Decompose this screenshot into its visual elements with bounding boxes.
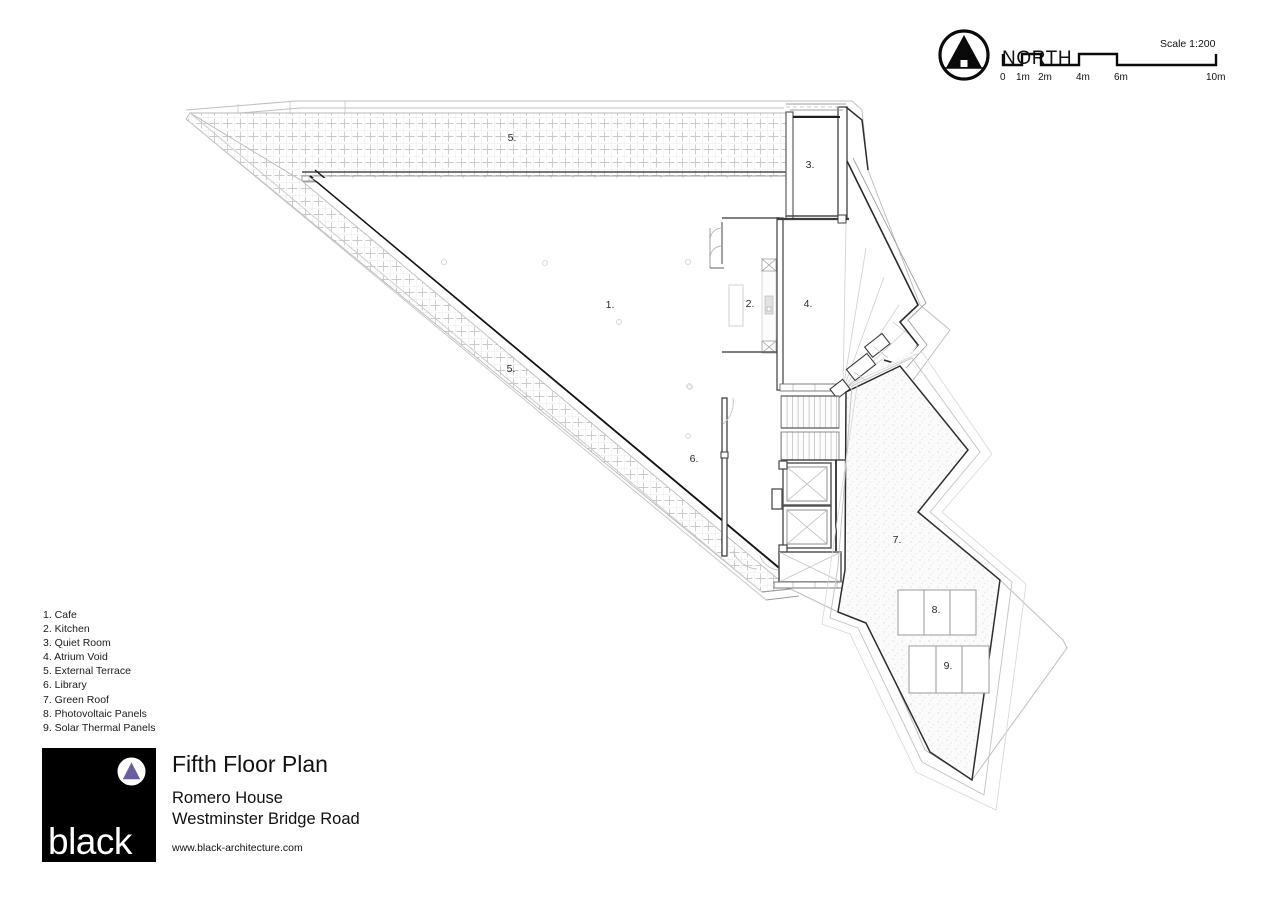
black-architecture-triangle-logo-icon (117, 757, 146, 786)
practice-website: www.black-architecture.com (172, 842, 303, 854)
room-label-quiet-room: 3. (806, 159, 815, 171)
room-label-solar-thermal: 9. (944, 660, 953, 672)
photovoltaic-panel-array (897, 589, 977, 636)
practice-logo: black (42, 748, 156, 862)
legend-item-green-roof: 7. Green Roof (43, 693, 109, 706)
title-text-group: Fifth Floor Plan Romero House Westminste… (172, 748, 472, 855)
lift-shaft-1 (782, 462, 832, 506)
legend-item-solar-thermal-panels: 9. Solar Thermal Panels (43, 721, 156, 734)
room-label-atrium-void: 4. (804, 298, 813, 310)
room-label-library: 6. (690, 453, 699, 465)
room-label-terrace-north: 5. (508, 132, 517, 144)
room-label-kitchen: 2. (746, 298, 755, 310)
kitchen (709, 217, 780, 354)
scale-tick-0: 0 (1000, 72, 1006, 83)
north-arrow-icon (938, 29, 1218, 81)
green-roof (821, 345, 1027, 811)
cafe-floor-plate (312, 178, 786, 572)
scale-tick-1m: 1m (1016, 72, 1030, 83)
logo-wordmark: black (48, 821, 132, 862)
sheet-title: Fifth Floor Plan (172, 751, 328, 777)
legend-item-cafe: 1. Cafe (43, 609, 77, 621)
project-name: Romero House (172, 789, 283, 807)
room-number-labels: 1. 2. 3. 4. 5. 5. 6. 7. 8. 9. (507, 132, 953, 672)
north-and-scale-block: NORTH Scale 1:200 0 1m 2m 4m 6m 10m (938, 22, 1238, 94)
project-address: Westminster Bridge Road (172, 810, 360, 828)
legend-item-kitchen: 2. Kitchen (43, 623, 90, 636)
lift-shaft-2 (782, 505, 832, 549)
legend-item-library: 6. Library (43, 679, 87, 692)
room-label-terrace-west: 5. (507, 363, 516, 375)
legend-item-atrium-void: 4. Atrium Void (43, 651, 108, 664)
legend-item-quiet-room: 3. Quiet Room (43, 637, 111, 650)
scale-tick-4m: 4m (1076, 72, 1090, 83)
room-label-cafe: 1. (606, 299, 615, 311)
building-core (771, 395, 847, 589)
room-label-green-roof: 7. (893, 534, 902, 546)
scale-tick-2m: 2m (1038, 72, 1052, 83)
legend-item-photovoltaic-panels: 8. Photovoltaic Panels (43, 707, 147, 720)
room-legend: 1. Cafe 2. Kitchen 3. Quiet Room 4. Atri… (43, 608, 273, 735)
scale-note: Scale 1:200 (1160, 38, 1216, 50)
structural-columns (440, 258, 693, 439)
legend-item-external-terrace: 5. External Terrace (43, 665, 131, 678)
scale-tick-10m: 10m (1206, 72, 1226, 83)
title-block: black Fifth Floor Plan Romero House West… (42, 748, 472, 864)
east-boundary-walls (845, 106, 869, 171)
library-partition (720, 397, 779, 571)
north-label: NORTH (1002, 48, 1073, 69)
solar-thermal-panel-array (908, 645, 990, 694)
scale-tick-6m: 6m (1114, 72, 1128, 83)
room-label-pv-panels: 8. (932, 604, 941, 616)
